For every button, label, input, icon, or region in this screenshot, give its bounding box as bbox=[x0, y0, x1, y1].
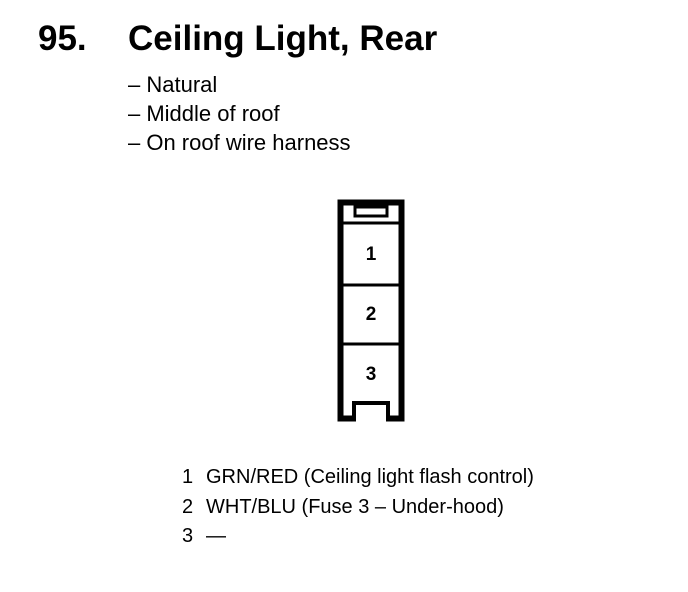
component-number: 95. bbox=[38, 19, 87, 58]
pin-number: 2 bbox=[182, 495, 194, 518]
page-heading: 95. Ceiling Light, Rear bbox=[38, 18, 437, 60]
pin-row: 3— bbox=[182, 522, 534, 552]
cavity-label-3: 3 bbox=[366, 364, 377, 385]
pin-number: 3 bbox=[182, 525, 194, 547]
connector-top-latch bbox=[353, 205, 389, 218]
location-notes: – Natural – Middle of roof – On roof wir… bbox=[128, 70, 351, 157]
note-position: – Middle of roof bbox=[128, 101, 280, 126]
component-title: Ceiling Light, Rear bbox=[128, 19, 438, 58]
pin-row: 2 WHT/BLU (Fuse 3 – Under-hood) bbox=[182, 493, 534, 523]
pin-row: 1 GRN/RED (Ceiling light flash control) bbox=[182, 463, 534, 493]
cavity-label-1: 1 bbox=[366, 244, 377, 265]
note-color: – Natural bbox=[128, 72, 218, 97]
pin-description: WHT/BLU (Fuse 3 – Under-hood) bbox=[206, 495, 504, 518]
connector-bottom-key bbox=[352, 401, 390, 419]
note-harness: – On roof wire harness bbox=[128, 130, 351, 155]
pin-number: 1 bbox=[182, 466, 194, 488]
cavity-label-2: 2 bbox=[366, 304, 377, 325]
pin-description: GRN/RED (Ceiling light flash control) bbox=[206, 466, 534, 488]
pin-description: — bbox=[206, 525, 226, 547]
pin-list: 1 GRN/RED (Ceiling light flash control) 2… bbox=[182, 463, 534, 552]
connector-diagram: 1 2 3 bbox=[337, 199, 405, 422]
